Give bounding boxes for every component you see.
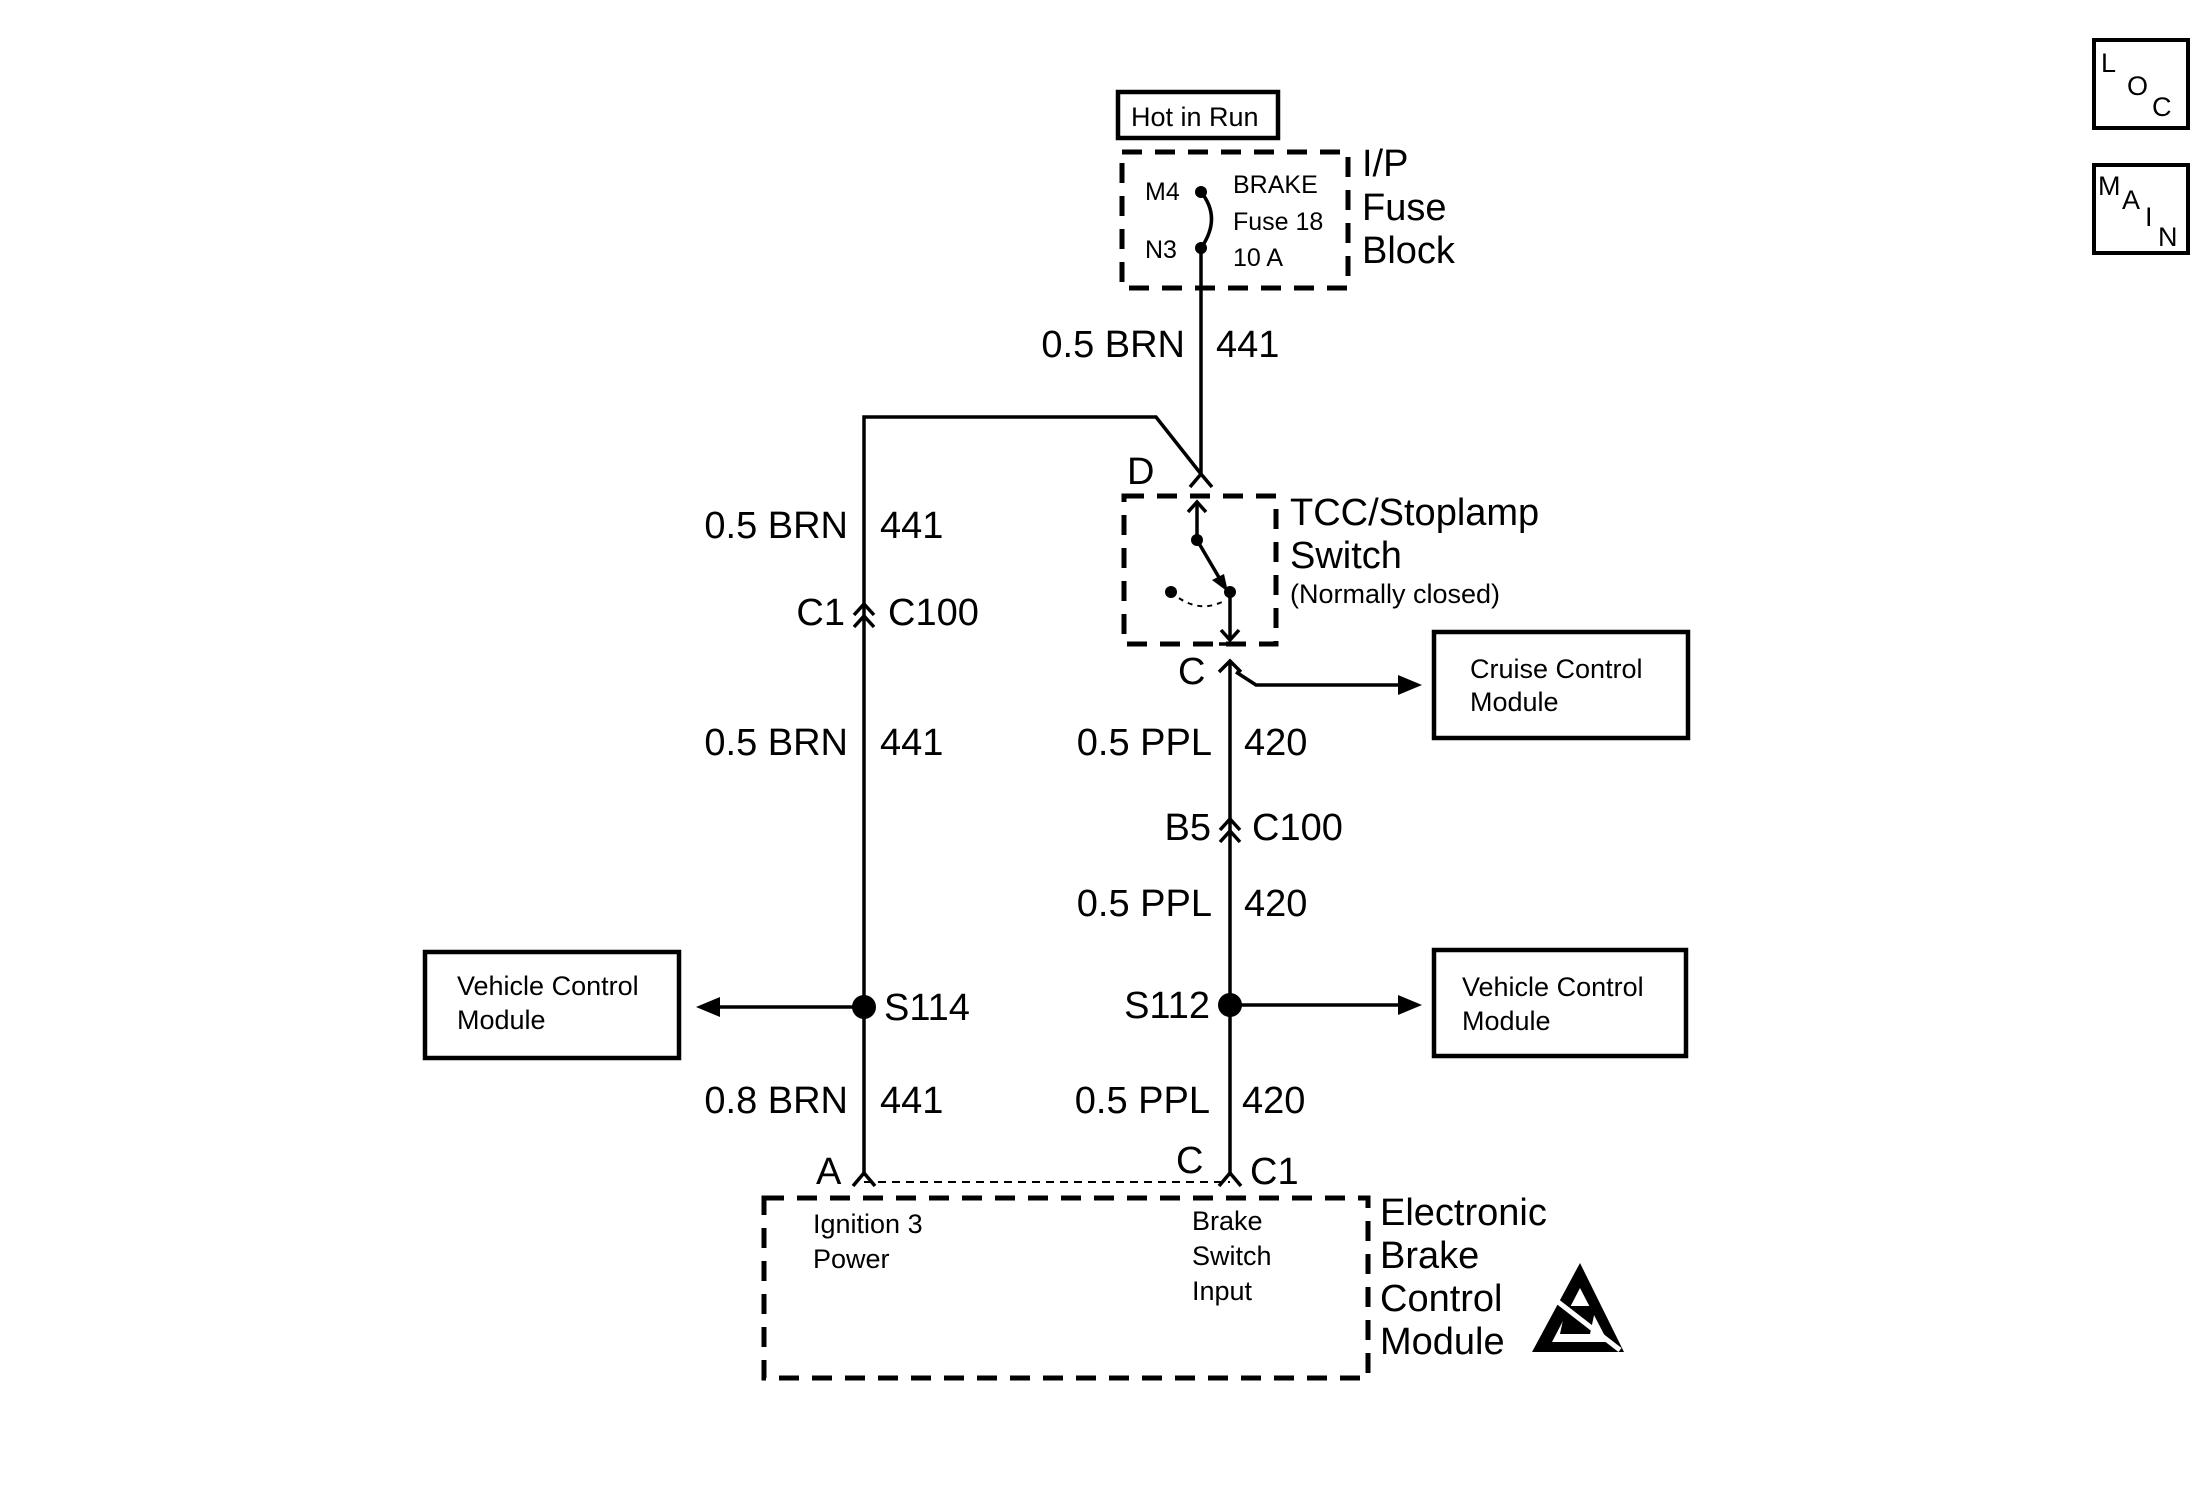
splice-s114-label: S114: [884, 987, 970, 1029]
wire-441-left: [862, 415, 1203, 1176]
fuse-block-title-2: Fuse: [1362, 187, 1446, 229]
connector-right-pin: B5: [1165, 807, 1211, 849]
ebcm-pin-c: C: [1176, 1140, 1203, 1182]
vcm-right-line-1: Vehicle Control: [1462, 972, 1644, 1002]
wire-gauge-left-bot: 0.8 BRN: [704, 1080, 848, 1122]
ebcm-title-4: Module: [1380, 1321, 1505, 1363]
main-letter-n: N: [2158, 222, 2178, 252]
vehicle-control-module-right: Vehicle Control Module: [1431, 947, 1689, 1059]
splice-s112-label: S112: [1124, 985, 1210, 1027]
ebcm-pin-c-terminal: [1217, 1170, 1243, 1188]
fuse-block-title-1: I/P: [1362, 143, 1408, 185]
switch-title-2: Switch: [1290, 535, 1402, 577]
ebcm-pin-a: A: [816, 1151, 842, 1193]
wire-to-cruise: [1235, 670, 1410, 687]
switch-title-1: TCC/Stoplamp: [1290, 492, 1539, 534]
ebcm-connector: C1: [1250, 1151, 1299, 1193]
wire-labels: 0.5 BRN 441 0.5 BRN 441 0.5 BRN 441 0.8 …: [704, 324, 1307, 1122]
ebcm-outline: [761, 1195, 1371, 1381]
wire-gauge-right-bot: 0.5 PPL: [1075, 1080, 1210, 1122]
loc-letter-l: L: [2101, 48, 2116, 78]
ebcm-title-2: Brake: [1380, 1235, 1479, 1277]
ebcm-pin-a-terminal: [851, 1170, 877, 1188]
esd-warning-icon: [1532, 1263, 1624, 1352]
connector-c100-right: B5 C100: [1165, 807, 1343, 849]
switch-pin-c: C: [1178, 651, 1205, 693]
loc-letter-c: C: [2152, 92, 2172, 122]
fuse-terminal-top: [1195, 186, 1207, 198]
fuse-block-outline: [1119, 149, 1351, 291]
fuse-pin-m4: M4: [1145, 178, 1180, 206]
connector-c100-left: C1 C100: [796, 592, 978, 634]
ebcm-ignition-line-1: Ignition 3: [813, 1209, 923, 1239]
ebcm-brake-input-line-2: Switch: [1192, 1241, 1272, 1271]
ebcm-brake-input-line-1: Brake: [1192, 1206, 1263, 1236]
loc-letter-o: O: [2127, 71, 2148, 101]
wire-circuit-right-bot: 420: [1242, 1080, 1305, 1122]
connector-left-name: C100: [888, 592, 979, 634]
wires: [696, 248, 1422, 1183]
arrow-to-vcm-right: [1398, 995, 1422, 1015]
cruise-module-line-2: Module: [1470, 687, 1559, 717]
switch-pin-d: D: [1127, 451, 1154, 493]
fuse-number-label: Fuse 18: [1233, 208, 1323, 236]
ebcm-title-3: Control: [1380, 1278, 1503, 1320]
wire-circuit-left-mid: 441: [880, 722, 943, 764]
wire-gauge-left-top: 0.5 BRN: [704, 505, 848, 547]
loc-button[interactable]: L O C: [2092, 38, 2190, 130]
vcm-right-line-2: Module: [1462, 1006, 1551, 1036]
wire-circuit-right-top: 420: [1244, 722, 1307, 764]
vcm-left-line-2: Module: [457, 1005, 546, 1035]
switch-outline: [1121, 493, 1279, 647]
connector-left-pin: C1: [796, 592, 845, 634]
fuse-pin-n3: N3: [1145, 236, 1177, 264]
arrow-to-cruise: [1398, 675, 1422, 695]
splice-s112: S112: [1124, 985, 1242, 1027]
wire-gauge-right-mid: 0.5 PPL: [1077, 883, 1212, 925]
tcc-stoplamp-switch: D C TCC/Stoplamp Switch (Normally closed…: [1121, 451, 1539, 693]
fuse-name-label: BRAKE: [1233, 171, 1318, 199]
wire-gauge-right-top: 0.5 PPL: [1077, 722, 1212, 764]
cruise-module-line-1: Cruise Control: [1470, 654, 1643, 684]
vcm-left-line-1: Vehicle Control: [457, 971, 639, 1001]
wire-circuit-right-mid: 420: [1244, 883, 1307, 925]
wire-circuit-left-bot: 441: [880, 1080, 943, 1122]
ebcm-ignition-line-2: Power: [813, 1244, 890, 1274]
switch-pin-d-terminal: [1188, 471, 1214, 489]
wire-circuit-fuse: 441: [1216, 324, 1279, 366]
fuse-rating-label: 10 A: [1233, 244, 1283, 272]
fuse-block-title-3: Block: [1362, 230, 1456, 272]
wire-circuit-left-top: 441: [880, 505, 943, 547]
wire-gauge-fuse: 0.5 BRN: [1041, 324, 1185, 366]
vehicle-control-module-left: Vehicle Control Module: [422, 949, 682, 1061]
switch-pin-c-terminal: [1217, 658, 1243, 674]
connector-right-name: C100: [1252, 807, 1343, 849]
main-letter-a: A: [2122, 185, 2140, 215]
ebcm-brake-input-line-3: Input: [1192, 1276, 1253, 1306]
ebcm: A C C1 Ignition 3 Power Brake Switch Inp…: [761, 1140, 1624, 1381]
hot-in-run-label: Hot in Run: [1131, 102, 1259, 132]
arrow-to-vcm-left: [696, 997, 720, 1017]
main-letter-m: M: [2098, 171, 2121, 201]
hot-in-run-box: [1115, 89, 1281, 141]
main-button[interactable]: M A I N: [2092, 163, 2190, 255]
splice-s114: S114: [852, 987, 970, 1029]
fuse-element: [1199, 190, 1214, 250]
fuse-block: Hot in Run M4 N3 BRAKE Fuse 18 10 A I/P …: [1115, 89, 1456, 291]
ebcm-title-1: Electronic: [1380, 1192, 1547, 1234]
switch-note: (Normally closed): [1290, 579, 1500, 609]
main-letter-i: I: [2145, 202, 2153, 232]
wire-gauge-left-mid: 0.5 BRN: [704, 722, 848, 764]
cruise-control-module: Cruise Control Module: [1431, 629, 1691, 741]
